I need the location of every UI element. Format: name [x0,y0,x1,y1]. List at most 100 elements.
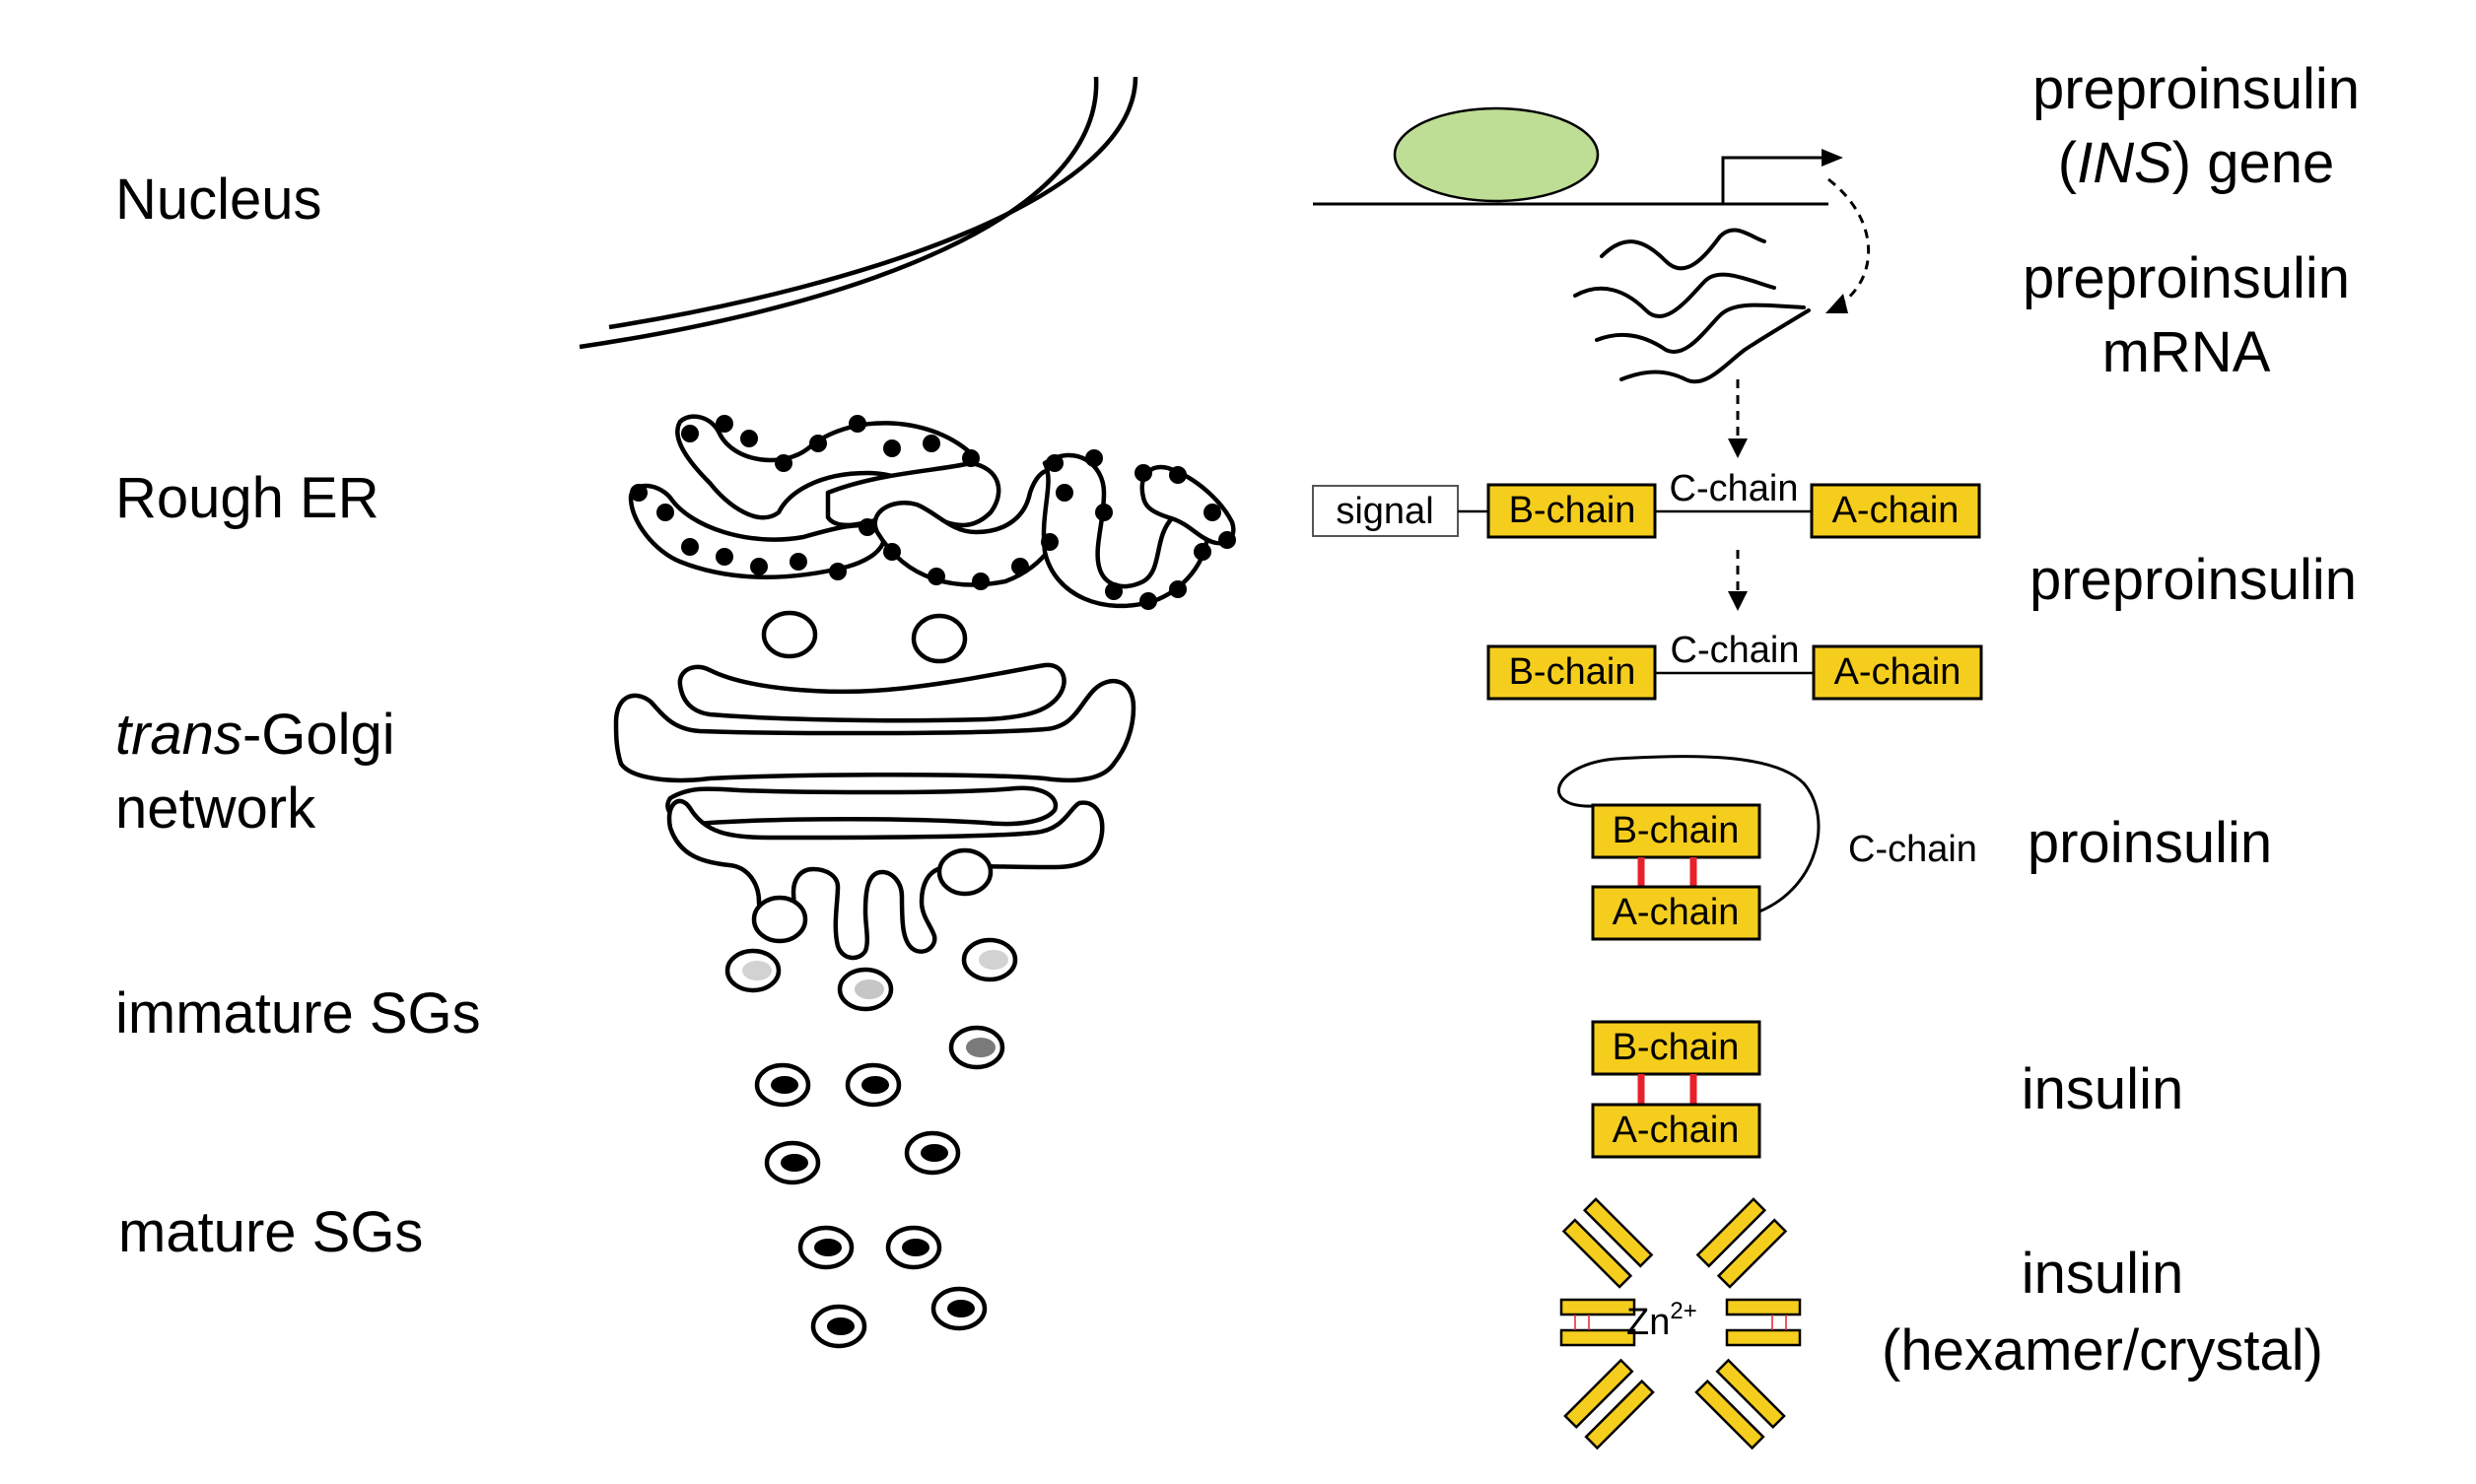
immature-secretory-granules [724,937,1018,1070]
ribosome-dot [859,518,876,536]
ribosome-dot [630,484,648,502]
ribosome-dot [790,553,807,571]
hexamer-unit [1559,1298,1636,1347]
label-proinsulin: proinsulin [2028,811,2272,875]
ribosome-dot [928,568,945,585]
ribosome-dot [681,425,699,442]
transport-vesicle [911,613,968,664]
b-chain-label: B-chain [1613,1027,1740,1068]
label-immature-sgs: immature SGs [115,981,481,1046]
label-nucleus: Nucleus [115,168,322,232]
ribosomes [630,415,1236,610]
ribosome-dot [972,573,990,590]
zinc-symbol: Zn [1626,1302,1670,1343]
ribosome-dot [883,439,901,457]
a-chain-box [1812,644,1983,701]
c-chain-label: C-chain [1671,630,1800,671]
label-golgi-rest: -Golgi [242,703,395,767]
hexamer-unit [1694,1358,1786,1450]
label-insulin: insulin [2022,1057,2183,1121]
golgi-vesicle [751,895,808,944]
label-gene-line2: (INS) gene [2058,131,2334,195]
preproinsulin-chain: signal B-chain C-chain A-chain [1312,468,1981,539]
label-preproinsulin: preproinsulin [2029,548,2357,612]
signal-label: signal [1336,491,1433,532]
label-hexamer-line1: insulin [2022,1242,2183,1306]
proinsulin: B-chain A-chain C-chain [1557,755,1977,941]
signal-box [1312,485,1459,537]
ribosome-dot [1095,504,1113,521]
label-trans-italic: trans [115,703,242,767]
mrna-strands [1573,228,1811,384]
transcription-start-arrow [1721,156,1833,204]
ribosome-dot [883,543,901,561]
hexamer-unit [1695,1197,1788,1289]
ribosome-dot [775,454,792,472]
a-chain-label: A-chain [1834,651,1961,693]
rough-er [628,414,1236,610]
ins-gene [1313,106,1871,313]
ribosome-dot [750,558,768,575]
ribosome-dot [809,435,827,452]
transport-vesicle [761,610,818,659]
a-chain-box [1591,885,1761,941]
a-chain-label: A-chain [1613,1110,1740,1151]
ribosome-dot [1204,504,1221,521]
ribosome-dot [1139,592,1157,610]
b-chain-box [1591,803,1761,859]
transcription-arrow [1827,177,1871,307]
gene-ins-italic: INS [2077,131,2172,195]
label-mrna-line1: preproinsulin [2023,246,2350,310]
hexamer-unit [1563,1358,1655,1450]
label-hexamer-line2: (hexamer/crystal) [1882,1318,2323,1383]
ribosome-dot [1056,484,1073,502]
c-chain-label: C-chain [1848,829,1977,870]
b-chain-label: B-chain [1509,490,1636,531]
a-chain-box [1810,483,1981,539]
label-rough-er: Rough ER [115,466,379,530]
a-chain-label: A-chain [1832,490,1960,531]
ribosome-dot [923,435,940,452]
insulin: B-chain A-chain [1591,1020,1761,1159]
label-mature-sgs: mature SGs [118,1200,423,1264]
ribosome-dot [1135,464,1152,482]
zinc-charge: 2+ [1670,1298,1696,1324]
mature-secretory-granules [754,1062,988,1349]
promoter-oval [1393,106,1600,203]
ribosome-dot [1041,533,1059,551]
a-chain-label: A-chain [1613,892,1740,933]
a-chain-box [1591,1103,1761,1159]
hexamer-unit [1725,1298,1802,1347]
golgi-apparatus [613,662,1136,961]
label-gene-line1: preproinsulin [2032,57,2360,121]
ribosome-dot [1218,531,1236,549]
ribosome-dot [1169,466,1187,484]
c-chain-label: C-chain [1670,468,1799,509]
nuclear-envelope [579,76,1138,350]
ribosome-dot [716,415,733,433]
insulin-hexamer: Zn2+ [1559,1197,1802,1450]
hexamer-unit [1561,1197,1654,1289]
ribosome-dot [1046,454,1064,472]
gene-open-paren: ( [2058,131,2077,195]
label-trans-golgi: trans-Golgi [115,703,395,767]
ribosome-dot [849,415,866,433]
ribosome-dot [740,430,758,447]
ribosome-dot [829,563,847,580]
ribosome-dot [656,504,674,521]
ribosome-dot [1085,449,1103,467]
ribosome-dot [681,538,699,556]
b-chain-label: B-chain [1613,810,1740,851]
ribosome-dot [1105,582,1123,600]
label-mrna-line2: mRNA [2102,320,2271,384]
golgi-vesicle [936,847,994,897]
b-chain-box [1591,1020,1761,1076]
ribosome-dot [1169,580,1187,598]
ribosome-dot [716,548,733,566]
ribosome-dot [1011,558,1029,575]
label-network: network [115,776,316,841]
b-chain-label: B-chain [1509,651,1636,693]
ribosome-dot [962,449,980,467]
ribosome-dot [1194,543,1211,561]
